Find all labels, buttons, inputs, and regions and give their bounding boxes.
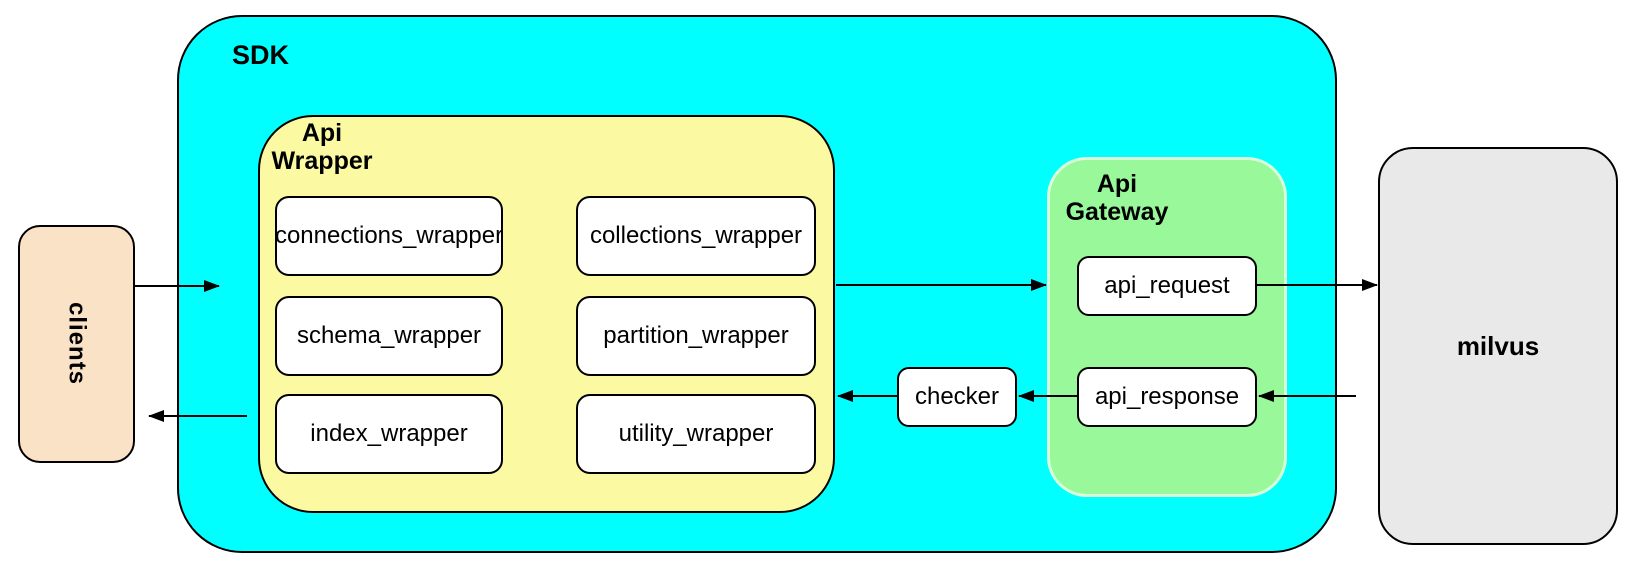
node-schema-wrapper: schema_wrapper	[275, 296, 503, 376]
clients-node: clients	[18, 225, 135, 463]
node-utility-wrapper: utility_wrapper	[576, 394, 816, 474]
api-wrapper-label-line1: Api	[301, 119, 343, 147]
api-gateway-container	[1047, 157, 1287, 497]
node-partition-wrapper: partition_wrapper	[576, 296, 816, 376]
clients-label: clients	[63, 302, 91, 386]
node-checker: checker	[897, 367, 1017, 427]
node-connections-wrapper: connections_wrapper	[275, 196, 503, 276]
api-wrapper-label-line2: Wrapper	[271, 147, 373, 175]
milvus-node: milvus	[1378, 147, 1618, 545]
api-gateway-label-line2: Gateway	[1065, 198, 1169, 226]
node-api-response: api_response	[1077, 367, 1257, 427]
sdk-label: SDK	[232, 40, 290, 70]
api-gateway-label-line1: Api	[1096, 170, 1138, 198]
node-collections-wrapper: collections_wrapper	[576, 196, 816, 276]
api-gateway-label: Api Gateway	[1047, 170, 1187, 226]
node-index-wrapper: index_wrapper	[275, 394, 503, 474]
api-wrapper-label: Api Wrapper	[266, 119, 378, 175]
node-api-request: api_request	[1077, 256, 1257, 316]
